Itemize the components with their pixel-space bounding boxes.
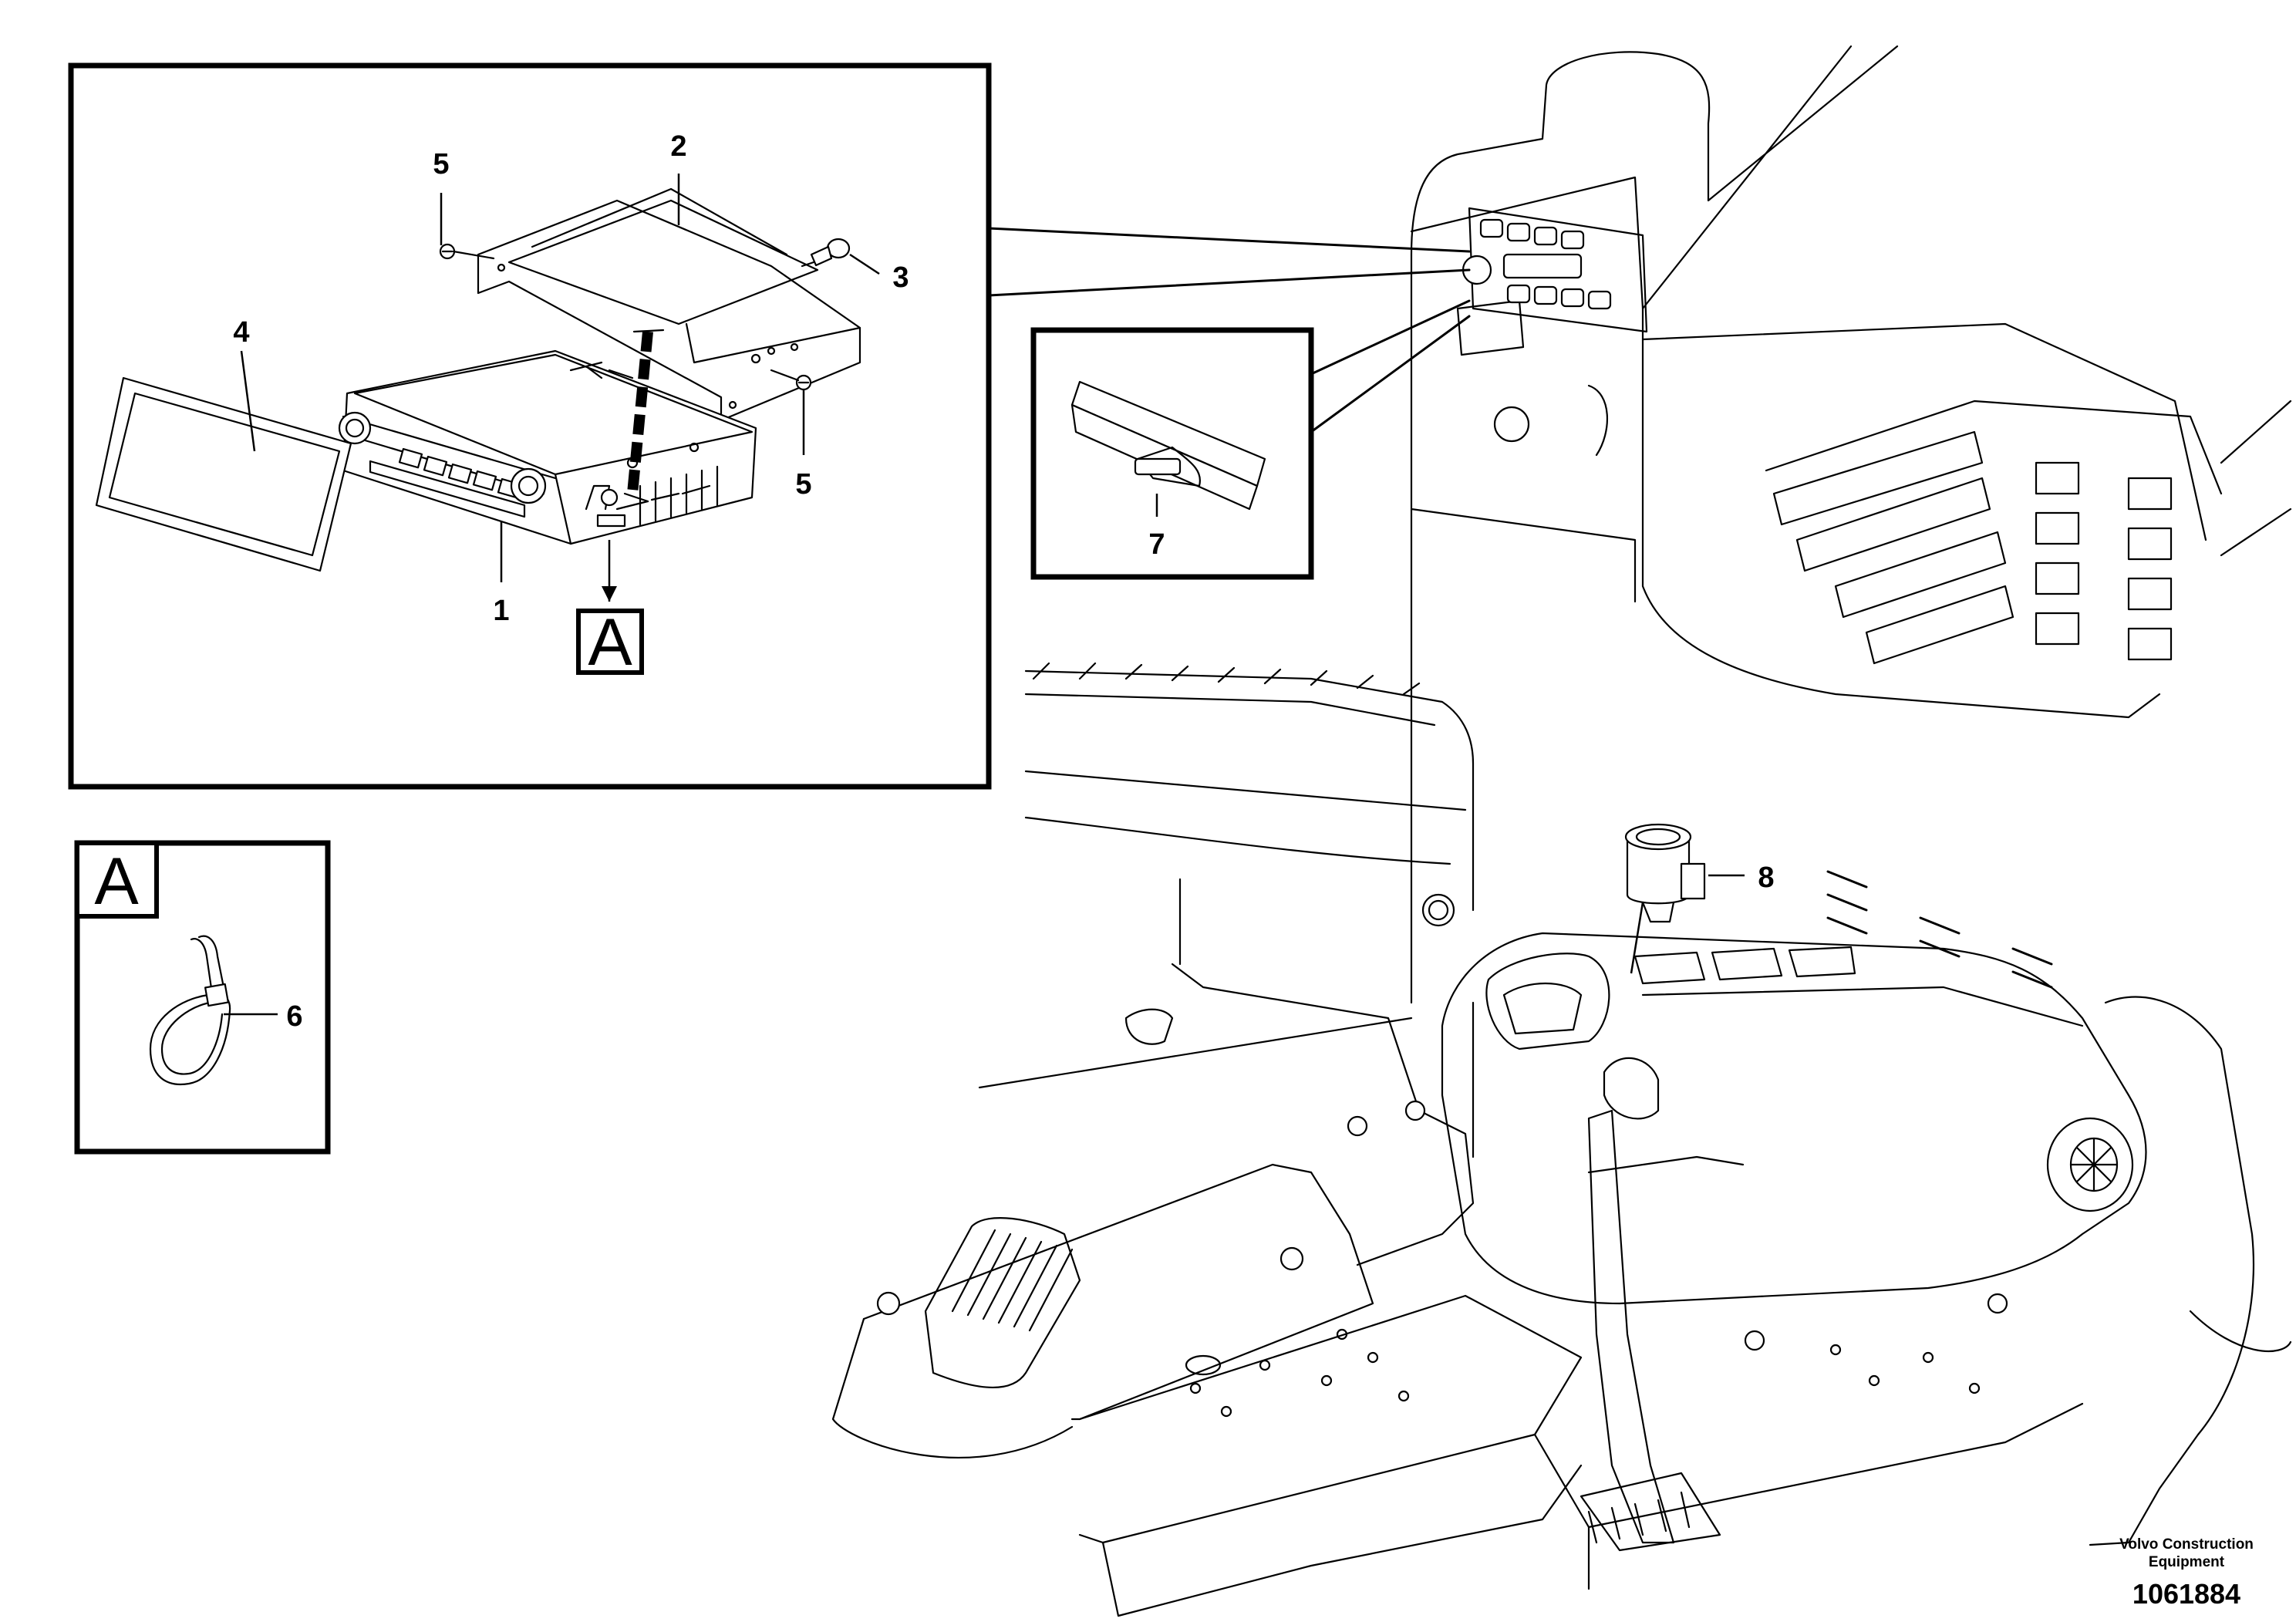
callout-4: 4 [233, 316, 249, 349]
company-line-1: Volvo Construction [2119, 1536, 2254, 1553]
installed-radio-panel [1462, 207, 1648, 333]
callout-6: 6 [286, 1000, 302, 1033]
company-line-2: Equipment [2148, 1554, 2225, 1570]
front-console-rail [978, 662, 1475, 1089]
figure-number: 1061884 [2132, 1578, 2241, 1610]
cable-tie-part-6 [149, 935, 231, 1085]
callout-7: 7 [1148, 528, 1165, 561]
radio-exploded-view-box: 2 5 3 4 5 1 A [68, 62, 992, 790]
callout-connectors [987, 227, 1471, 433]
cab-right-console-wall [1410, 45, 2207, 1004]
joystick-console [1441, 932, 2292, 1552]
cab-interior-scene [831, 45, 2292, 1617]
callout-3: 3 [892, 261, 909, 294]
detail-a-cable-tie-box: A 6 [74, 840, 331, 1155]
company-credit: Volvo Construction Equipment [2082, 1536, 2291, 1571]
callout-5-upper: 5 [433, 148, 449, 180]
detail-reference-label: A [588, 605, 632, 679]
rear-vent-grilles [1765, 400, 2292, 665]
callout-2: 2 [670, 130, 686, 163]
screw-part-5-upper [439, 243, 495, 260]
radio-unit-part-1 [338, 349, 757, 545]
callout-5-lower: 5 [795, 468, 811, 501]
floor-cover-plate [831, 878, 2084, 1617]
radio-cover-bracket-part-2 [477, 187, 861, 422]
callout-8: 8 [1758, 862, 1774, 894]
radio-trim-frame-part-4 [95, 376, 352, 572]
power-socket-part-8 [1624, 823, 1706, 923]
detail-a-label: A [94, 845, 139, 919]
callout-1: 1 [493, 595, 509, 627]
detail-reference-box: A [576, 605, 644, 679]
side-vent-slots [1826, 870, 2053, 989]
screw-part-3 [801, 238, 851, 268]
blank-cover-box: 7 [1030, 327, 1314, 580]
